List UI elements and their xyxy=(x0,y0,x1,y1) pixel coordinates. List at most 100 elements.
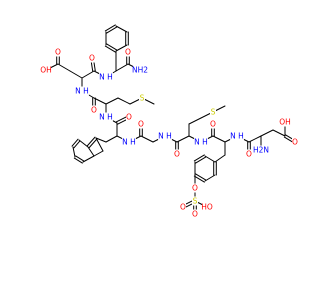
atom-label-o4: O xyxy=(91,106,97,115)
atom-label-s3: S xyxy=(193,197,198,206)
bond-caF-am xyxy=(115,63,129,72)
atom-label-o8: O xyxy=(210,120,216,129)
bond-r4-r5 xyxy=(115,44,128,52)
bond-w1-w2 xyxy=(86,136,96,147)
atom-label-o6: O xyxy=(138,120,144,129)
bond-w8-w7 xyxy=(71,138,79,147)
bond-cbW-w1 xyxy=(95,137,107,143)
bond-c1-caD1 xyxy=(81,70,95,79)
bond-w6-w5 xyxy=(75,155,85,162)
atom-label-h2n: H2N xyxy=(253,146,269,155)
bond-layer xyxy=(45,24,297,215)
bond-cbY-y1 xyxy=(214,154,226,163)
bond-w6-w5 xyxy=(73,157,83,164)
bond-r5-r6 xyxy=(104,45,116,53)
bond-w8-w7 xyxy=(73,140,81,149)
atom-label-o13: O xyxy=(192,210,198,219)
atom-label-nh4: N H xyxy=(122,138,136,147)
bond-caM1-cbM1 xyxy=(105,97,119,105)
bond-caD1-cbD1 xyxy=(69,70,83,79)
atom-label-background xyxy=(89,53,95,63)
bond-w4-w1 xyxy=(95,137,104,152)
atom-label-s1: S xyxy=(140,94,145,103)
atom-label-background xyxy=(254,145,268,155)
atom-label-background xyxy=(138,119,144,129)
atom-label-background xyxy=(230,131,244,141)
atom-label-background xyxy=(192,196,198,206)
atom-label-background xyxy=(202,202,212,212)
atom-label-background xyxy=(192,209,198,219)
atom-label-background xyxy=(133,65,147,75)
atom-label-oh2: OH xyxy=(279,118,291,127)
bond-c6-caY xyxy=(212,135,226,143)
atom-label-n_amide: NH2 xyxy=(132,66,148,75)
atom-label-nh3: N H xyxy=(99,113,113,122)
bond-w2-w8 xyxy=(78,139,89,148)
atom-label-background xyxy=(41,65,51,75)
atom-label-nh6: N H xyxy=(194,138,208,147)
atom-label-ho: HO xyxy=(201,203,213,212)
bond-w1-w2 xyxy=(88,138,98,149)
atom-label-background xyxy=(280,117,290,127)
atom-label-nh2: N H xyxy=(75,87,89,96)
atom-label-background xyxy=(210,107,216,117)
atom-label-o10: O xyxy=(292,138,298,147)
bond-w5-w3 xyxy=(82,155,95,163)
bond-c4-caG xyxy=(140,135,154,143)
bond-y6-y1 xyxy=(204,155,216,163)
atom-label-background xyxy=(292,137,298,147)
bond-y5-y6 xyxy=(193,154,205,162)
bond-cbD1-cgD1 xyxy=(57,63,71,72)
atom-label-background xyxy=(125,47,131,57)
atom-label-background xyxy=(194,137,208,147)
bond-r1-r2 xyxy=(106,26,118,34)
bond-w3-w4 xyxy=(93,150,104,157)
atom-label-background xyxy=(158,131,172,141)
atom-label-o9: O xyxy=(246,150,252,159)
atom-label-background xyxy=(180,202,186,212)
atom-label-o2: O xyxy=(89,54,95,63)
bond-caW-cbW xyxy=(105,135,118,143)
atom-label-background xyxy=(139,93,145,103)
atom-label-o1: O xyxy=(125,48,131,57)
atom-label-background xyxy=(192,183,198,193)
atom-label-o7: O xyxy=(174,150,180,159)
atom-label-o12: O xyxy=(180,203,186,212)
bond-w2-w3 xyxy=(87,146,95,157)
atom-label-nh1: N H xyxy=(99,73,113,82)
atom-label-background xyxy=(99,112,113,122)
bond-y3-y4 xyxy=(193,175,205,183)
atom-label-background xyxy=(126,112,132,122)
bond-r5-r6 xyxy=(106,43,118,51)
atom-label-background xyxy=(246,149,252,159)
bond-w7-w6 xyxy=(72,146,76,158)
atom-label-background xyxy=(99,72,113,82)
atom-label-background xyxy=(210,119,216,129)
bond-y3-y4 xyxy=(195,173,207,181)
atom-label-background xyxy=(91,105,97,115)
bond-c7-caD2 xyxy=(248,135,262,143)
atom-label-background xyxy=(55,47,61,57)
atom-label-o3: O xyxy=(55,48,61,57)
bond-y2-y3 xyxy=(204,174,216,182)
bond-cbM1-cgM1 xyxy=(117,97,131,105)
atom-label-nh5: N H xyxy=(158,132,172,141)
atom-label-background xyxy=(75,86,89,96)
bond-cbM2-cgM2 xyxy=(188,117,202,125)
atom-label-background xyxy=(174,149,180,159)
atom-label-nh7: N H xyxy=(230,132,244,141)
bond-cbD2-cgD2 xyxy=(272,129,286,137)
atom-label-o5: O xyxy=(126,113,132,122)
bond-r2-r3 xyxy=(115,25,128,33)
atom-label-o11: O xyxy=(192,184,198,193)
atom-label-oh1: OH xyxy=(40,66,52,75)
atom-label-background xyxy=(122,137,136,147)
bond-c2-caM1 xyxy=(93,97,107,105)
bond-r1-r2 xyxy=(104,24,116,32)
bond-c5-caM2 xyxy=(176,135,190,143)
bond-y5-y6 xyxy=(195,156,207,164)
atom-label-s2: S xyxy=(211,108,216,117)
bond-caD2-cbD2 xyxy=(260,129,274,137)
